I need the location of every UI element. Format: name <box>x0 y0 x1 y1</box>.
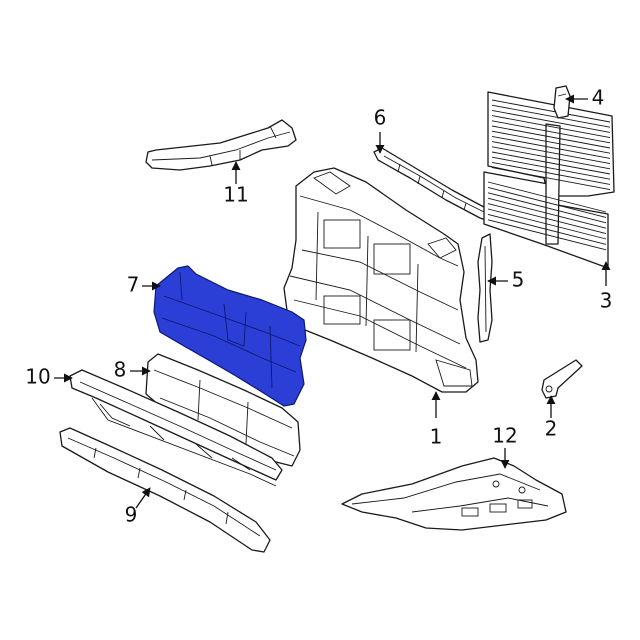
part-6-upper-seal[interactable] <box>373 147 497 223</box>
part-1-radiator-support[interactable] <box>283 167 479 393</box>
part-9-lower-seal[interactable] <box>59 427 271 553</box>
part-10-lower-air-guide[interactable] <box>69 369 283 487</box>
callout-10: 10 <box>25 365 50 389</box>
callout-11: 11 <box>223 183 248 207</box>
part-2-bracket[interactable] <box>541 359 583 399</box>
part-7-air-deflector[interactable] <box>153 265 307 407</box>
leader-lines <box>54 94 611 509</box>
part-4-clip[interactable] <box>553 85 571 119</box>
part-3-shutter-grille[interactable] <box>483 91 615 269</box>
callout-6: 6 <box>374 106 387 130</box>
callout-8: 8 <box>114 358 127 382</box>
part-11-upper-bracket[interactable] <box>145 119 297 171</box>
callout-5: 5 <box>512 268 525 292</box>
callout-3: 3 <box>600 289 613 313</box>
part-5-side-seal[interactable] <box>477 233 493 343</box>
callout-labels: 1 2 3 4 5 6 7 8 9 10 11 12 <box>25 86 612 527</box>
callout-1: 1 <box>430 425 443 449</box>
callout-2: 2 <box>545 417 558 441</box>
part-12-splash-shield[interactable] <box>341 457 567 531</box>
callout-12: 12 <box>492 424 517 448</box>
callout-4: 4 <box>592 86 605 110</box>
callout-7: 7 <box>127 273 140 297</box>
leader-9 <box>135 487 151 509</box>
callout-9: 9 <box>125 503 138 527</box>
